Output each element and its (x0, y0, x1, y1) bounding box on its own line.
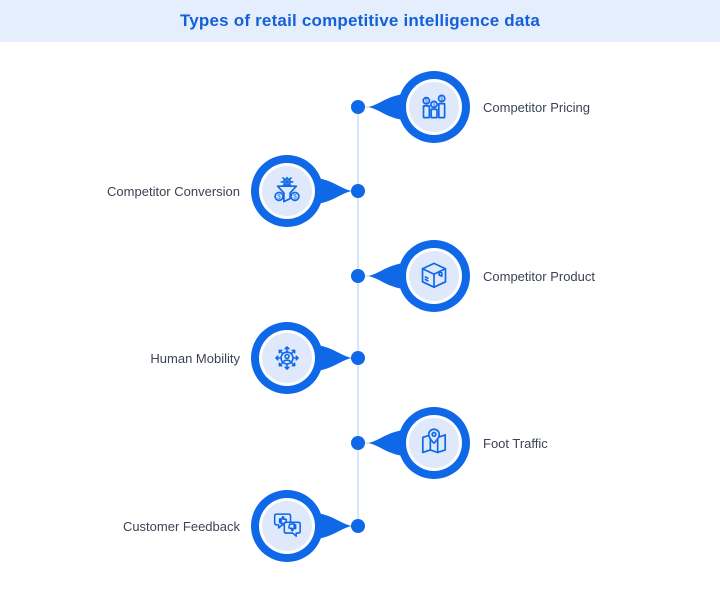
timeline-dot (351, 100, 365, 114)
timeline-dot (351, 184, 365, 198)
svg-text:$: $ (433, 102, 436, 108)
pointer-tail (369, 263, 403, 289)
conversion-funnel-coins-icon: $ $ (274, 176, 300, 203)
node-label: Competitor Product (483, 268, 595, 284)
node-label: Competitor Pricing (483, 99, 590, 115)
feedback-chat-thumbs-icon (273, 513, 301, 537)
node-competitor-pricing: $ $ $ Competitor Pricing (0, 71, 720, 143)
node-competitor-conversion: $ $ Competitor Conversion (0, 155, 720, 227)
svg-text:$: $ (440, 96, 443, 102)
node-competitor-product: Competitor Product (0, 240, 720, 312)
pointer-tail (317, 178, 351, 204)
node-circle (398, 240, 470, 312)
pointer-tail (317, 513, 351, 539)
node-label: Customer Feedback (122, 518, 240, 534)
node-foot-traffic: Foot Traffic (0, 407, 720, 479)
svg-text:$: $ (425, 99, 428, 105)
timeline-dot (351, 351, 365, 365)
svg-text:$: $ (293, 194, 297, 201)
foot-traffic-map-pin-icon (421, 428, 447, 454)
timeline-dot (351, 436, 365, 450)
node-label: Human Mobility (150, 350, 240, 366)
circle-inner (409, 418, 459, 468)
circle-inner (262, 501, 312, 551)
page-title: Types of retail competitive intelligence… (179, 11, 541, 30)
circle-inner: $ $ $ (409, 82, 459, 132)
node-circle (251, 490, 323, 562)
pointer-tail (369, 94, 403, 120)
human-mobility-arrows-icon (275, 346, 299, 370)
timeline-line (357, 107, 359, 526)
pointer-tail (317, 345, 351, 371)
node-label: Competitor Conversion (107, 183, 240, 199)
node-circle: $ $ $ (398, 71, 470, 143)
node-customer-feedback: Customer Feedback (0, 490, 720, 562)
timeline-dot (351, 519, 365, 533)
node-circle (251, 322, 323, 394)
circle-inner (409, 251, 459, 301)
pricing-bar-chart-coins-icon: $ $ $ (422, 94, 446, 119)
node-circle: $ $ (251, 155, 323, 227)
svg-text:$: $ (277, 194, 281, 201)
product-box-icon (421, 262, 447, 289)
header-band: Types of retail competitive intelligence… (0, 0, 720, 42)
circle-inner: $ $ (262, 166, 312, 216)
timeline-dot (351, 269, 365, 283)
node-label: Foot Traffic (483, 435, 548, 451)
pointer-tail (369, 430, 403, 456)
node-human-mobility: Human Mobility (0, 322, 720, 394)
node-circle (398, 407, 470, 479)
circle-inner (262, 333, 312, 383)
